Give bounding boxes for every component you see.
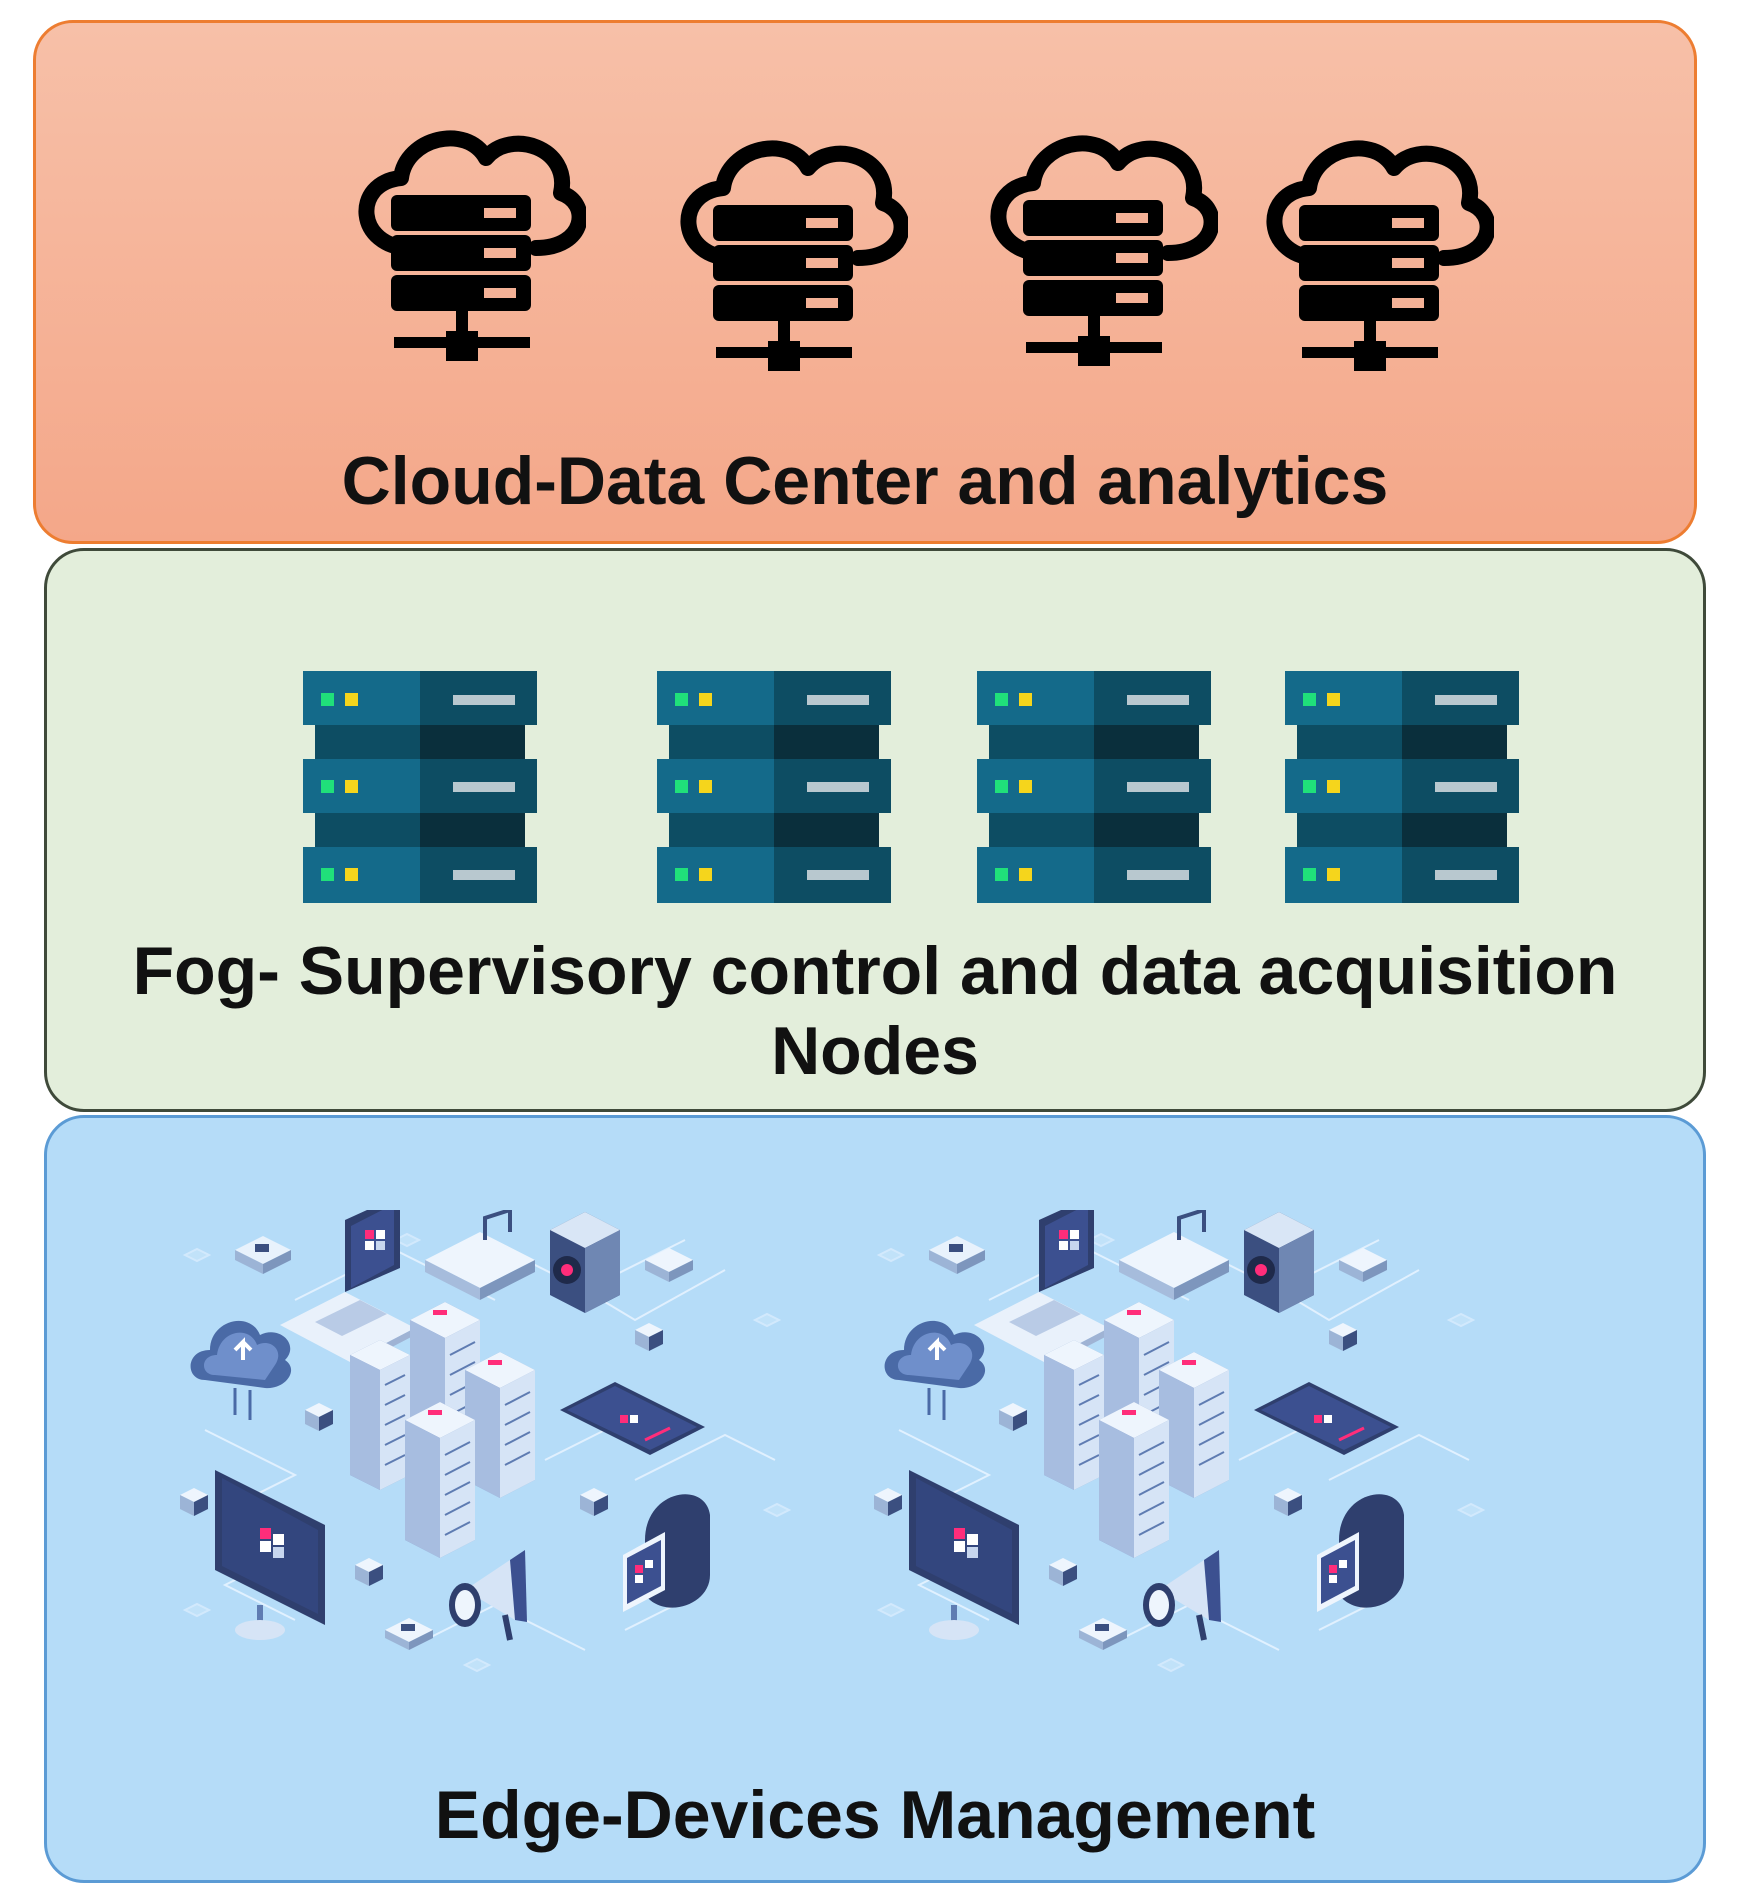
edge-layer-label: Edge-Devices Management [434,1777,1316,1853]
cloud-layer: Cloud-Data Center and analytics [33,20,1697,544]
cloud-server-icon [1244,133,1494,393]
cloud-server-icon [336,123,586,383]
fog-label-line1: Fog- Supervisory control and data acquis… [132,933,1618,1009]
fog-layer-label: Fog- Supervisory control and data acquis… [47,931,1703,1091]
server-rack-icon [657,671,891,903]
server-rack-icon [1285,671,1519,903]
iot-network-illustration [165,1210,805,1680]
cloud-server-icon [968,128,1218,388]
fog-layer: Fog- Supervisory control and data acquis… [44,548,1706,1112]
fog-label-line2: Nodes [771,1013,979,1090]
cloud-layer-label: Cloud-Data Center and analytics [341,443,1389,519]
server-rack-icon [303,671,537,903]
edge-layer: Edge-Devices Management [44,1115,1706,1883]
iot-network-illustration [859,1210,1499,1680]
server-rack-icon [977,671,1211,903]
cloud-server-icon [658,133,908,393]
